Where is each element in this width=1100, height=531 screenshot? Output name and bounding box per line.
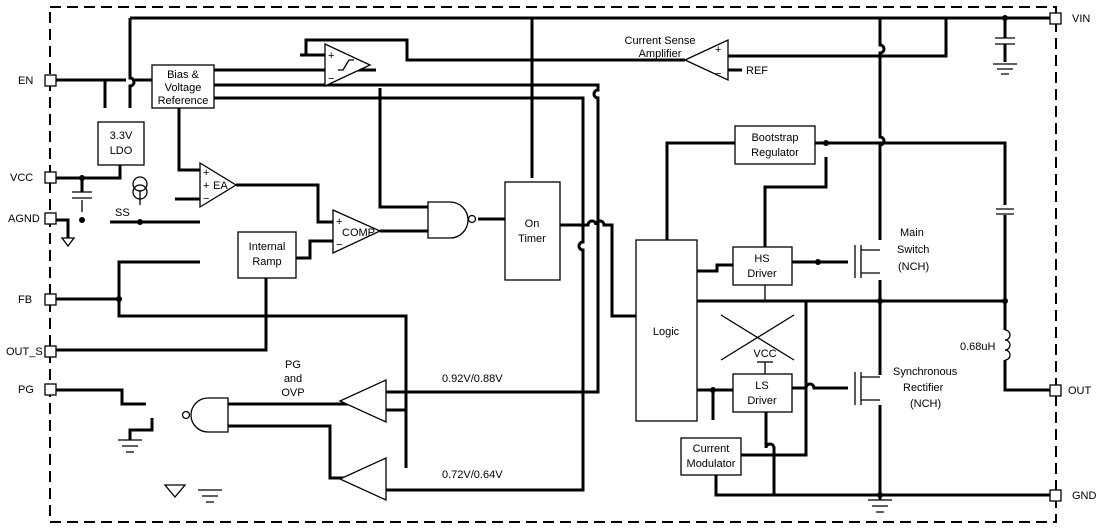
- pin-en-label: EN: [18, 75, 33, 87]
- csa-minus: −: [715, 68, 721, 80]
- ramp-label-2: Ramp: [252, 256, 281, 268]
- bootstrap-capacitor: [996, 208, 1014, 215]
- pin-gnd-label: GND: [1072, 490, 1097, 502]
- signal-wires: [81, 190, 795, 374]
- ref-label: REF: [746, 65, 768, 77]
- pin-agnd-label: AGND: [8, 213, 40, 225]
- pin-pg: PG: [18, 383, 57, 396]
- main-switch-label-3: (NCH): [898, 261, 929, 273]
- hs-driver-block: HS Driver: [732, 246, 793, 286]
- ea-plus-1: +: [203, 167, 209, 179]
- main-switch-label-2: Switch: [897, 244, 929, 256]
- pin-fb-label: FB: [18, 294, 32, 306]
- ls-label-1: LS: [755, 380, 768, 392]
- ls-driver-block: LS Driver VCC: [732, 348, 793, 413]
- chip-boundary: [49, 6, 1057, 523]
- sync-rectifier-mosfet: Synchronous Rectifier (NCH): [854, 366, 958, 410]
- pg-ovp-label-2: and: [284, 373, 302, 385]
- cmp-plus: +: [328, 50, 334, 62]
- pin-en: EN: [18, 74, 57, 87]
- comp-plus: +: [336, 216, 342, 228]
- bias-label-2: Voltage: [165, 82, 202, 94]
- output-inductor: 0.68uH: [960, 329, 1011, 361]
- inductor-label: 0.68uH: [960, 341, 996, 353]
- threshold-low-label: 0.72V/0.64V: [442, 469, 503, 481]
- ldo-block: 3.3V LDO: [97, 121, 145, 166]
- modulator-label-2: Modulator: [687, 458, 736, 470]
- bootstrap-regulator-block: Bootstrap Regulator: [734, 125, 816, 165]
- soft-start-source: SS: [115, 176, 148, 219]
- ldo-label-1: 3.3V: [110, 130, 133, 142]
- modulator-label-1: Current: [693, 443, 730, 455]
- ramp-label-1: Internal: [249, 241, 286, 253]
- current-modulator-block: Current Modulator: [680, 437, 742, 476]
- pg-nand-gate: [181, 397, 229, 433]
- sync-label-2: Rectifier: [903, 382, 944, 394]
- pg-ovp-label-3: OVP: [281, 387, 304, 399]
- pin-out-s-label: OUT_S: [6, 346, 43, 358]
- ldo-label-2: LDO: [110, 145, 133, 157]
- cmp-hysteresis-comparator: + −: [324, 42, 372, 88]
- main-switch-mosfet: Main Switch (NCH): [854, 227, 929, 278]
- bootstrap-label-1: Bootstrap: [751, 132, 798, 144]
- logic-block: Logic: [635, 239, 698, 422]
- power-wires: [56, 16, 1050, 500]
- cmp-minus: −: [328, 73, 334, 85]
- hs-label-1: HS: [754, 253, 769, 265]
- current-sense-amplifier: + − Current Sense Amplifier REF: [625, 35, 768, 82]
- pin-vin: VIN: [1049, 12, 1090, 25]
- pin-gnd: GND: [1049, 489, 1097, 502]
- pin-vcc: VCC: [10, 171, 57, 184]
- ea-minus: −: [203, 193, 209, 205]
- pin-fb: FB: [18, 293, 57, 306]
- sync-label-3: (NCH): [910, 398, 941, 410]
- ea-plus-2: +: [203, 180, 209, 192]
- logic-label: Logic: [653, 326, 680, 338]
- pg-ovp-comparators: PG and OVP 0.92V/0.88V 0.72V/0.64V: [281, 359, 503, 502]
- pin-out: OUT: [1049, 384, 1092, 397]
- pin-vcc-label: VCC: [10, 172, 33, 184]
- bootstrap-label-2: Regulator: [751, 147, 799, 159]
- comp-label: COMP: [342, 227, 375, 239]
- pin-pg-label: PG: [18, 384, 34, 396]
- ea-label: EA: [213, 180, 228, 192]
- timer-label-2: Timer: [518, 233, 546, 245]
- comp-comparator: + − COMP: [332, 208, 382, 255]
- pin-agnd: AGND: [8, 212, 57, 225]
- csa-label-1: Current Sense: [625, 35, 696, 47]
- vcc-capacitor: [72, 191, 92, 199]
- pin-out-label: OUT: [1068, 385, 1092, 397]
- main-switch-label-1: Main: [900, 227, 924, 239]
- error-amplifier: + + − EA: [199, 161, 238, 209]
- nand-gate: [427, 201, 477, 239]
- input-capacitor: [993, 37, 1017, 75]
- csa-plus: +: [715, 44, 721, 56]
- csa-label-2: Amplifier: [639, 48, 682, 60]
- ls-vcc-label: VCC: [753, 348, 776, 360]
- hs-label-2: Driver: [747, 268, 777, 280]
- pin-vin-label: VIN: [1072, 13, 1090, 25]
- bias-label-1: Bias &: [167, 69, 199, 81]
- bias-label-3: Reference: [158, 95, 209, 107]
- on-timer-block: On Timer: [504, 181, 561, 281]
- pin-out-s: OUT_S: [6, 345, 57, 358]
- bias-reference-block: Bias & Voltage Reference: [151, 64, 215, 109]
- junction-dots: [79, 15, 1008, 498]
- pg-ovp-label-1: PG: [285, 359, 301, 371]
- ls-label-2: Driver: [747, 395, 777, 407]
- threshold-high-label: 0.92V/0.88V: [442, 373, 503, 385]
- internal-ramp-block: Internal Ramp: [237, 231, 297, 279]
- ss-label: SS: [115, 207, 130, 219]
- sync-label-1: Synchronous: [893, 366, 958, 378]
- ground-symbols: [60, 237, 892, 513]
- timer-label-1: On: [525, 218, 540, 230]
- comp-minus: −: [336, 239, 342, 251]
